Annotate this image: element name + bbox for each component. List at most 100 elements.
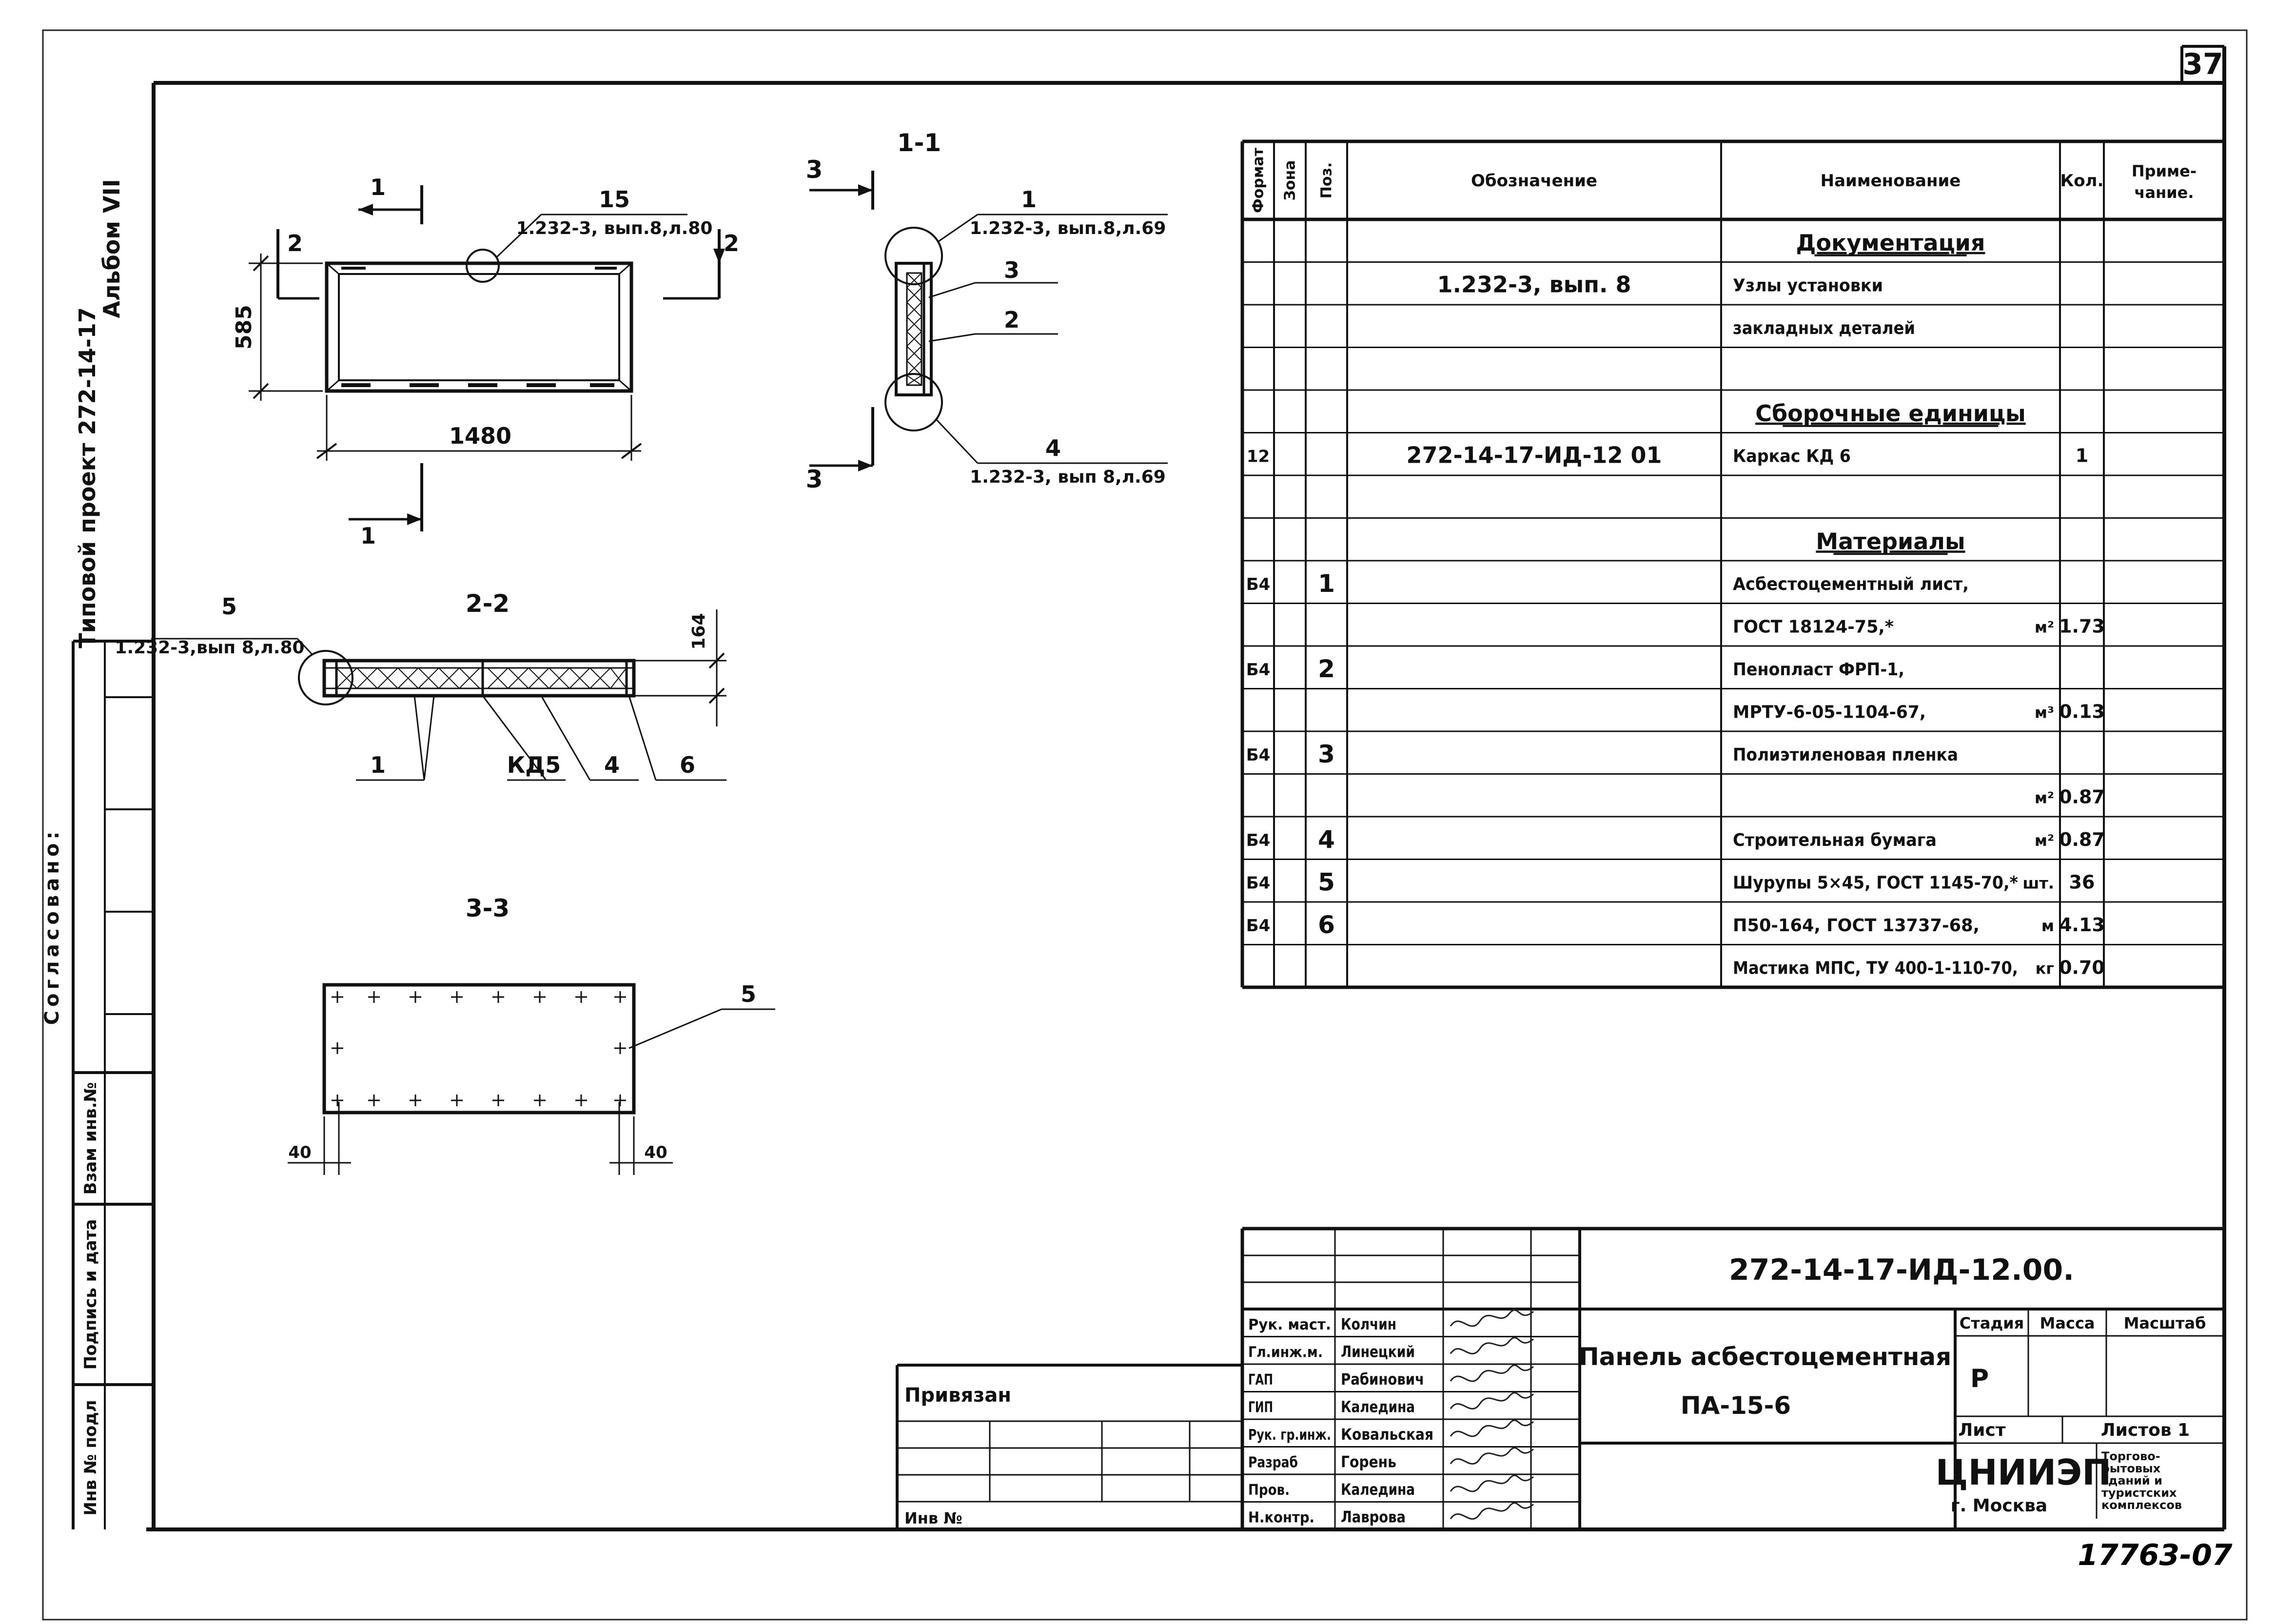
section-3-3-pos: 5 bbox=[741, 981, 756, 1007]
section-2-2-title: 2-2 bbox=[466, 589, 510, 618]
sheets-label: Листов 1 bbox=[2101, 1420, 2190, 1440]
table-cell-unit: шт. bbox=[2022, 874, 2054, 892]
staff-role: Пров. bbox=[1248, 1482, 1290, 1499]
table-cell-format: Б4 bbox=[1246, 660, 1271, 680]
table-row: Документация bbox=[1796, 230, 1985, 256]
table-cell-name: Мастика МПС, ТУ 400-1-110-70, bbox=[1733, 958, 2018, 978]
table-cell-unit: м² bbox=[2035, 831, 2054, 850]
signature bbox=[1450, 1474, 1534, 1492]
section-3-3-title: 3-3 bbox=[466, 894, 510, 922]
table-cell-unit: м² bbox=[2035, 788, 2054, 807]
staff-name: Рабинович bbox=[1341, 1370, 1424, 1389]
table-header-cell: Кол. bbox=[2060, 171, 2104, 191]
section-2-2-label-kd5: КД5 bbox=[507, 752, 561, 778]
org-dept-3: зданий и bbox=[2101, 1474, 2162, 1487]
sign-date-label: Подпись и дата bbox=[81, 1219, 100, 1370]
section-2-2-body bbox=[322, 659, 636, 698]
inventory-code: 17763-07 bbox=[2078, 1538, 2232, 1572]
inv-orig-label: Инв № подл bbox=[81, 1400, 100, 1515]
org-city: г. Москва bbox=[1951, 1496, 2047, 1516]
callout-1-1-top-num: 1 bbox=[1021, 186, 1037, 213]
staff-row: Пров. Калединa bbox=[1242, 1473, 1580, 1499]
dim-length: 1480 bbox=[449, 423, 511, 449]
table-cell-name: Полиэтиленовая пленка bbox=[1733, 745, 1958, 765]
table-cell-name: Узлы установки bbox=[1733, 275, 1883, 295]
section-3-3-dim-left: 40 bbox=[288, 1143, 311, 1162]
outer-trim-border bbox=[42, 29, 2248, 1621]
table-cell-name: П50-164, ГОСТ 13737-68, bbox=[1733, 916, 1980, 936]
stage-label: Стадия bbox=[1960, 1314, 2024, 1332]
table-header-cell: Наименование bbox=[1821, 171, 1961, 191]
staff-name: Ковальская bbox=[1341, 1425, 1433, 1444]
panel-outline bbox=[325, 261, 633, 393]
table-cell-format: Б4 bbox=[1246, 873, 1271, 893]
doc-number: 272-14-17-ИД-12.00. bbox=[1729, 1253, 2074, 1287]
cut-1-1-top: 3 bbox=[806, 156, 823, 184]
section-3-3-body bbox=[322, 983, 636, 1115]
org-dept-5: комплексов bbox=[2101, 1498, 2182, 1512]
title-block: 272-14-17-ИД-12.00. Панель асбестоцемент… bbox=[1240, 1227, 2224, 1529]
table-cell-designation: 1.232-3, вып. 8 bbox=[1437, 271, 1631, 297]
tied-block: Привязан Инв № bbox=[896, 1364, 1242, 1529]
staff-row: Гл.инж.м.Линецкий bbox=[1242, 1336, 1580, 1361]
plan-view: 15 1.232-3, вып.8,л.80 1480 585 1 1 2 2 bbox=[232, 174, 739, 549]
table-cell-quantity: 0.87 bbox=[2059, 786, 2105, 807]
section-2-2-label-4: 4 bbox=[604, 752, 620, 778]
plan-callout-num: 15 bbox=[599, 186, 630, 213]
table-cell-format: Б4 bbox=[1246, 745, 1271, 765]
callout-1-1-bottom-num: 4 bbox=[1045, 435, 1061, 461]
table-cell-unit: м³ bbox=[2035, 703, 2054, 722]
table-header-cell: Зона bbox=[1282, 160, 1299, 201]
pos-label-3: 3 bbox=[1004, 257, 1020, 283]
stage-value: Р bbox=[1970, 1364, 1989, 1393]
project-label: Типовой проект 272-14-17 bbox=[74, 307, 100, 648]
inv-exchange-label: Взам инв.№ bbox=[81, 1082, 100, 1195]
table-cell-name: Строительная бумага bbox=[1733, 830, 1937, 850]
table-cell-name: Материалы bbox=[1816, 528, 1965, 554]
table-cell-name: Пенопласт ФРП-1, bbox=[1733, 660, 1904, 680]
sheet-label: Лист bbox=[1958, 1420, 2005, 1440]
staff-name: Калединa bbox=[1341, 1480, 1415, 1499]
mass-label: Масса bbox=[2040, 1314, 2095, 1332]
tied-inv-label: Инв № bbox=[904, 1509, 962, 1527]
page-number: 37 bbox=[2182, 47, 2223, 81]
section-2-2-callout-ref: 1.232-3,вып 8,л.80 bbox=[115, 638, 304, 658]
cut-1-1-bottom: 3 bbox=[806, 465, 823, 493]
staff-name: Линецкий bbox=[1341, 1343, 1415, 1361]
section-3-3-dim-right: 40 bbox=[644, 1143, 667, 1162]
table-cell-quantity: 0.13 bbox=[2059, 701, 2105, 722]
title-line1: Панель асбестоцементная bbox=[1579, 1343, 1952, 1371]
section-2-2: 2-2 5 1.232-3,вып 8,л.80 164 1 КД5 4 6 bbox=[115, 589, 726, 781]
org-dept-1: Торгово- bbox=[2101, 1449, 2160, 1463]
signature bbox=[1450, 1419, 1534, 1437]
cut-left: 2 bbox=[287, 230, 303, 256]
table-cell-quantity: 0.87 bbox=[2059, 829, 2105, 850]
table-cell-name: Шурупы 5×45, ГОСТ 1145-70,* bbox=[1733, 873, 2018, 893]
table-cell-position: 6 bbox=[1318, 911, 1335, 939]
screw-marks bbox=[332, 991, 626, 1106]
org-dept-4: туристских bbox=[2101, 1486, 2177, 1500]
table-header-cell: чание. bbox=[2135, 183, 2194, 202]
org-dept-2: бытовых bbox=[2101, 1462, 2161, 1475]
table-cell-format: Б4 bbox=[1246, 831, 1271, 850]
table-cell-position: 5 bbox=[1318, 868, 1335, 896]
plan-callout-circle bbox=[466, 249, 500, 283]
table-cell-designation: 272-14-17-ИД-12 01 bbox=[1407, 442, 1662, 468]
signature bbox=[1450, 1364, 1534, 1382]
section-1-1: 1-1 3 3 1 1.232-3, вып.8,л.69 3 2 4 1.23… bbox=[806, 129, 1168, 493]
table-cell-name: закладных деталей bbox=[1733, 318, 1915, 338]
callout-1-1-top-ref: 1.232-3, вып.8,л.69 bbox=[970, 218, 1166, 238]
left-margin: Альбом VII Типовой проект 272-14-17 Согл… bbox=[41, 179, 154, 1529]
